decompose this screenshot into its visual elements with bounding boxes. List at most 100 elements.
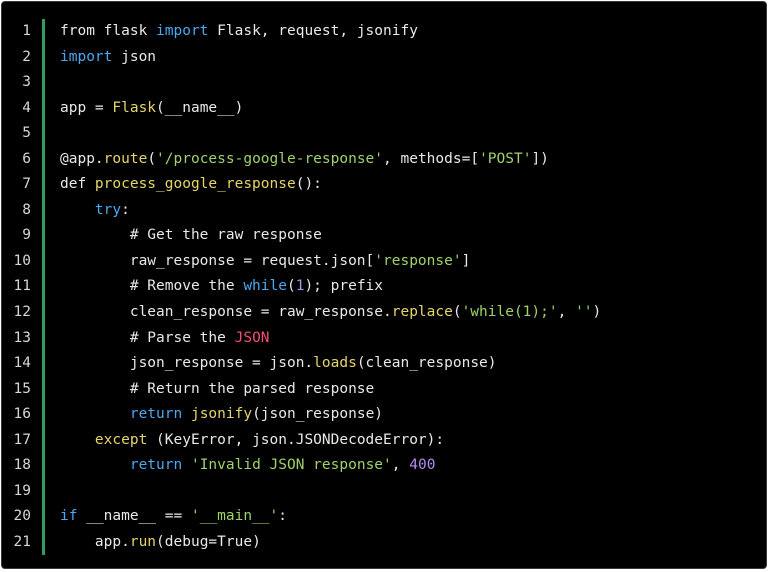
code-token: , [557, 304, 576, 321]
code-token: ( [147, 150, 157, 167]
line-number: 10 [13, 252, 31, 269]
code-token: __name__ == [77, 508, 191, 525]
code-token: def [60, 176, 95, 193]
line-number: 1 [22, 23, 31, 39]
code-line: from flask import Flask, request, jsonif… [60, 19, 601, 45]
code-token: , methods=[ [383, 150, 480, 167]
code-token: 'POST' [479, 150, 532, 167]
code-token: return [129, 457, 183, 474]
code-line: # Get the raw response [60, 223, 601, 249]
code-line: json_response = json.loads(clean_respons… [60, 351, 601, 377]
code-token: '' [575, 304, 593, 321]
line-number: 21 [13, 533, 31, 550]
code-line: app = Flask(__name__) [60, 96, 601, 122]
code-token: except [94, 431, 148, 448]
code-token: if [60, 508, 78, 525]
line-number: 9 [22, 227, 31, 244]
code-token: app. [60, 533, 130, 550]
code-line: raw_response = request.json['response'] [60, 249, 601, 275]
line-number: 11 [13, 278, 31, 295]
code-token: Flask [112, 99, 157, 116]
line-number: 6 [22, 150, 31, 167]
code-token [182, 457, 191, 473]
code-lines: from flask import Flask, request, jsonif… [60, 19, 601, 555]
code-token: ] [461, 252, 471, 269]
code-token: (debug=True) [156, 533, 261, 550]
code-token: route [103, 150, 148, 167]
code-line: # Parse the JSON [60, 326, 601, 352]
line-number: 18 [13, 457, 31, 474]
code-line: clean_response = raw_response.replace('w… [60, 300, 601, 326]
code-token: from flask [60, 23, 157, 39]
code-token: ( [286, 278, 296, 295]
line-number: 12 [13, 304, 31, 321]
code-token [60, 457, 130, 473]
line-number: 7 [22, 176, 31, 193]
code-token: '/process-google-response' [156, 150, 384, 167]
line-number: 4 [22, 99, 31, 116]
code-token: # Get the raw response [60, 227, 322, 244]
code-token: ); prefix [304, 278, 384, 295]
code-token: loads [313, 355, 357, 372]
code-token: , [391, 457, 410, 474]
line-number: 8 [22, 201, 31, 218]
code-token: json_response = json. [60, 355, 314, 372]
line-number: 19 [13, 482, 31, 499]
code-token: 'while(1);' [461, 304, 558, 321]
code-token: return [129, 406, 183, 423]
code-token: (KeyError, json.JSONDecodeError): [147, 431, 445, 448]
gutter-divider [42, 19, 45, 555]
code-token: import [60, 48, 113, 65]
code-line: try: [60, 198, 601, 224]
code-token: 1 [295, 278, 305, 295]
code-token: (clean_response) [356, 355, 497, 372]
line-number: 14 [13, 355, 31, 372]
code-line: except (KeyError, json.JSONDecodeError): [60, 428, 601, 454]
code-line: app.run(debug=True) [60, 530, 601, 556]
code-token [182, 406, 191, 422]
code-line: return jsonify(json_response) [60, 402, 601, 428]
code-token: import [156, 23, 209, 39]
line-number: 17 [13, 431, 31, 448]
code-token: : [278, 508, 288, 525]
code-token: @app. [60, 150, 104, 167]
code-line: if __name__ == '__main__': [60, 504, 601, 530]
code-token: JSON [234, 329, 270, 346]
code-token: 'Invalid JSON response' [190, 457, 392, 474]
code-token: run [129, 533, 157, 550]
code-line: import json [60, 45, 601, 71]
code-line: # Remove the while(1); prefix [60, 274, 601, 300]
code-token: # Return the parsed response [60, 380, 375, 397]
code-line: # Return the parsed response [60, 377, 601, 403]
code-token: try [94, 201, 122, 218]
code-token: ) [592, 304, 602, 321]
line-number: 3 [22, 74, 31, 91]
line-number: 13 [13, 329, 31, 346]
line-number: 2 [22, 48, 31, 65]
code-token: 400 [409, 457, 436, 474]
code-line: @app.route('/process-google-response', m… [60, 147, 601, 173]
code-token: (): [295, 176, 322, 193]
code-token: Flask, request, jsonify [208, 23, 418, 39]
code-token: replace [391, 304, 453, 321]
code-line [60, 479, 601, 505]
line-number: 5 [22, 125, 31, 142]
line-number: 20 [13, 508, 31, 525]
code-token: process_google_response [94, 176, 296, 193]
code-token: while [243, 278, 287, 295]
code-token: app = [60, 99, 113, 116]
code-token: clean_response = raw_response. [60, 304, 392, 321]
code-token: 'response' [374, 252, 462, 269]
code-token: '__main__' [190, 508, 279, 525]
code-token: json [112, 48, 157, 65]
code-line: def process_google_response(): [60, 172, 601, 198]
code-token [60, 432, 95, 448]
code-token [60, 202, 95, 218]
code-token: jsonify [190, 406, 253, 423]
code-token: (json_response) [252, 406, 384, 423]
code-token [60, 406, 130, 422]
code-line [60, 121, 601, 147]
code-token: ]) [531, 150, 549, 167]
